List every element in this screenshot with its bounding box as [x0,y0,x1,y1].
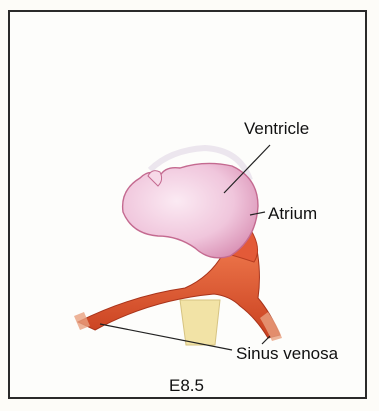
left-vessel-tip [74,312,90,330]
sinus-leader-right [262,336,270,344]
yolk-stalk [180,300,220,345]
sinus-venosa-label: Sinus venosa [236,345,338,362]
ventricle-label: Ventricle [244,120,309,137]
stage-label: E8.5 [169,377,204,394]
ventricle [123,163,258,257]
atrium-label: Atrium [268,205,317,222]
